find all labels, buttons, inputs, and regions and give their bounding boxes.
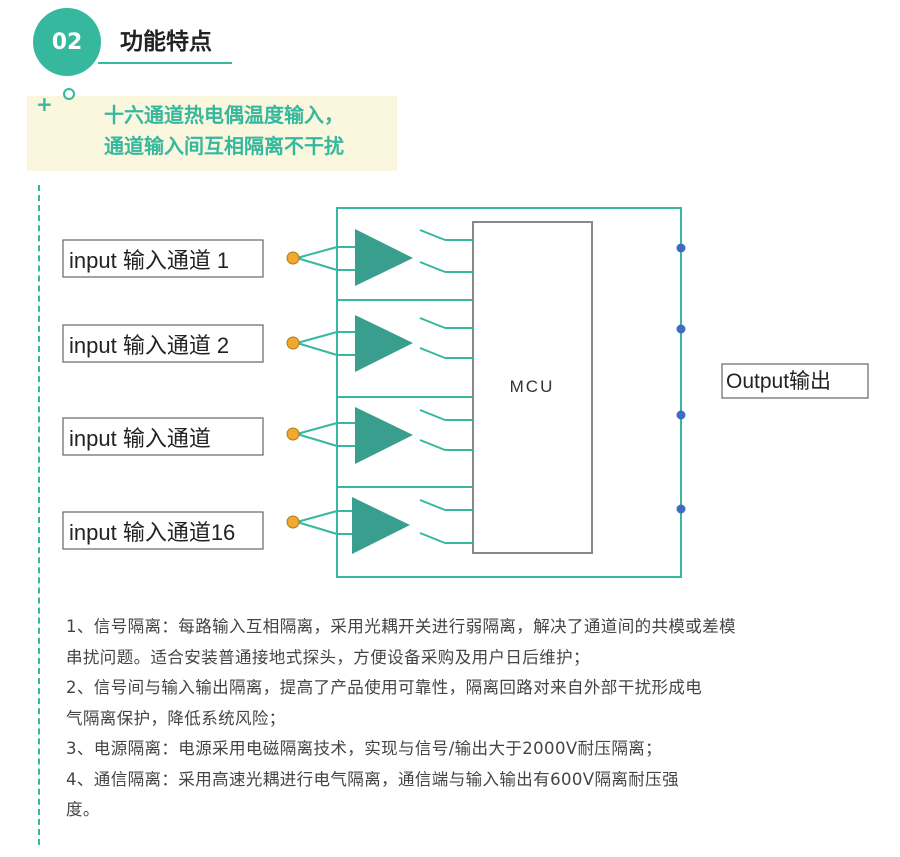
- input-terminal: [286, 336, 300, 350]
- switch-contact: [419, 317, 446, 329]
- title-underline: [98, 62, 232, 64]
- highlight-text: 十六通道热电偶温度输入， 通道输入间互相隔离不干扰: [104, 100, 344, 162]
- input-terminal: [286, 251, 300, 265]
- input-terminal: [286, 427, 300, 441]
- description-line: 4、通信隔离：采用高速光耦进行电气隔离，通信端与输入输出有600V隔离耐压强: [66, 769, 679, 789]
- input-terminal: [286, 515, 300, 529]
- input-label-box: [62, 324, 264, 363]
- output-terminal: [676, 504, 686, 514]
- output-label: Output输出: [726, 370, 831, 393]
- circle-decoration-icon: [63, 88, 75, 100]
- description-line: 串扰问题。适合安装普通接地式探头，方便设备采购及用户日后维护；: [66, 647, 590, 667]
- input-label: input 输入通道: [69, 426, 211, 451]
- description-line: 2、信号间与输入输出隔离，提高了产品使用可靠性，隔离回路对来自外部干扰形成电: [66, 678, 703, 697]
- amplifier-triangle: [355, 407, 413, 464]
- switch-contact: [419, 409, 446, 421]
- description-line: 气隔离保护，降低系统风险；: [66, 708, 286, 728]
- output-label-box: [721, 363, 869, 399]
- switch-contact: [419, 347, 446, 359]
- section-title: 功能特点: [120, 29, 212, 55]
- plus-decoration-icon: +: [36, 92, 53, 116]
- section-number-badge: 02: [33, 8, 101, 76]
- output-terminal: [676, 410, 686, 420]
- switch-contact: [419, 229, 446, 241]
- output-terminal: [676, 243, 686, 253]
- amplifier-triangle: [355, 229, 413, 286]
- feature-description: 1、信号隔离：每路输入互相隔离，采用光耦开关进行弱隔离，解决了通道间的共模或差模…: [66, 612, 896, 826]
- description-line: 1、信号隔离：每路输入互相隔离，采用光耦开关进行弱隔离，解决了通道间的共模或差模: [66, 617, 736, 636]
- board-frame: [336, 207, 682, 578]
- dashed-guide-line: [38, 185, 40, 845]
- input-label-box: [62, 417, 264, 456]
- description-line: 度。: [66, 800, 100, 819]
- highlight-line-2: 通道输入间互相隔离不干扰: [104, 134, 344, 158]
- input-label-box: [62, 511, 264, 550]
- mcu-label: MCU: [510, 377, 555, 396]
- input-label: input 输入通道16: [69, 520, 235, 545]
- amplifier-triangle: [355, 315, 413, 372]
- switch-contact: [419, 499, 446, 511]
- description-line: 3、电源隔离：电源采用电磁隔离技术，实现与信号/输出大于2000V耐压隔离；: [66, 739, 663, 758]
- highlight-box: [27, 96, 397, 171]
- channel-1: input 输入通道 1: [62, 229, 473, 286]
- channel-16: input 输入通道16: [62, 497, 473, 554]
- input-label: input 输入通道 2: [69, 333, 229, 358]
- channel-3: input 输入通道: [62, 407, 473, 464]
- input-label: input 输入通道 1: [69, 248, 229, 273]
- input-label-box: [62, 239, 264, 278]
- channel-2: input 输入通道 2: [62, 315, 473, 372]
- amplifier-triangle: [352, 497, 410, 554]
- switch-contact: [419, 261, 446, 273]
- mcu-block: [472, 221, 593, 554]
- switch-contact: [419, 532, 446, 544]
- highlight-line-1: 十六通道热电偶温度输入，: [104, 103, 344, 127]
- switch-contact: [419, 439, 446, 451]
- output-terminal: [676, 324, 686, 334]
